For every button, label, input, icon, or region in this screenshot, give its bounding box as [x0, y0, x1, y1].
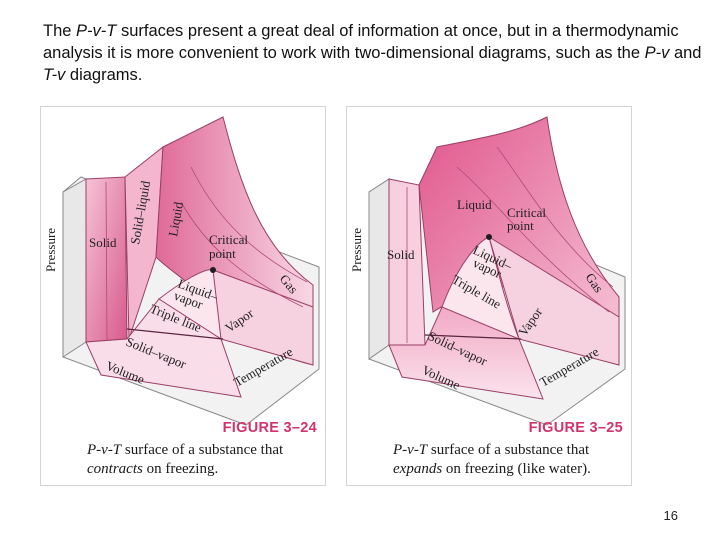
figure-3-24: Pressure Solid Solid–liquid Liquid Criti… — [41, 107, 325, 485]
intro-text-1: The — [43, 22, 76, 40]
caption-text: surface of a substance that — [427, 442, 589, 458]
figure-caption: P-v-T surface of a substance that contra… — [87, 441, 321, 479]
critical-point-marker — [210, 267, 216, 273]
caption-end: on freezing (like water). — [442, 461, 591, 477]
axis-label-pressure: Pressure — [349, 228, 364, 272]
label-liquid: Liquid — [457, 197, 492, 212]
figure-number: FIGURE 3–24 — [223, 420, 317, 436]
intro-paragraph: The P-v-T surfaces present a great deal … — [43, 20, 703, 86]
label-point: point — [209, 246, 236, 261]
caption-text: surface of a substance that — [121, 442, 283, 458]
caption-emphasis: expands — [393, 461, 442, 477]
intro-text-pv: P-v — [645, 44, 670, 62]
label-solid: Solid — [89, 235, 117, 250]
page-number: 16 — [664, 508, 678, 523]
caption-emphasis: contracts — [87, 461, 143, 477]
intro-text-3: surfaces present a great deal of informa… — [43, 22, 679, 62]
intro-text-tv: T-v — [43, 66, 65, 84]
label-point: point — [507, 218, 534, 233]
intro-text-7: diagrams. — [65, 66, 142, 84]
intro-text-5: and — [669, 44, 701, 62]
critical-point-marker — [486, 234, 492, 240]
figure-caption: P-v-T surface of a substance that expand… — [393, 441, 627, 479]
caption-pvt: P-v-T — [87, 442, 121, 458]
caption-pvt: P-v-T — [393, 442, 427, 458]
label-solid: Solid — [387, 247, 415, 262]
intro-text-pvt: P-v-T — [76, 22, 116, 40]
figure-3-25: Pressure Liquid Critical point Solid Liq… — [347, 107, 631, 485]
figure-number: FIGURE 3–25 — [529, 420, 623, 436]
label-critical: Critical — [209, 232, 248, 247]
caption-end: on freezing. — [143, 461, 218, 477]
axis-label-pressure: Pressure — [43, 228, 58, 272]
